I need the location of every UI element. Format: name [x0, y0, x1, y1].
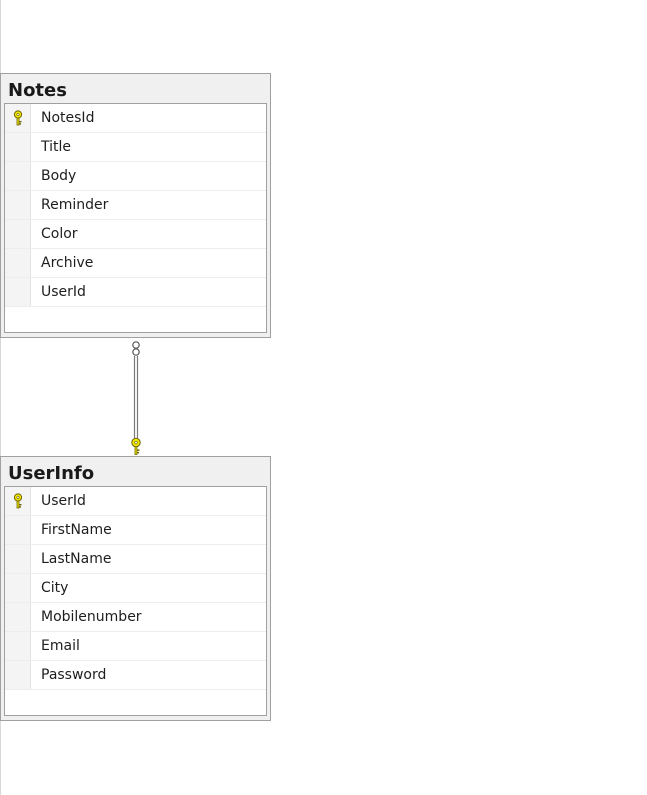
- row-selector[interactable]: [5, 278, 31, 306]
- infinity-icon: [132, 341, 140, 356]
- column-row-password[interactable]: Password: [5, 661, 266, 690]
- row-selector[interactable]: [5, 632, 31, 660]
- column-name: Body: [41, 168, 77, 184]
- table-userinfo[interactable]: UserInfo UserId FirstName: [0, 456, 271, 721]
- row-selector[interactable]: [5, 133, 31, 161]
- column-row-firstname[interactable]: FirstName: [5, 516, 266, 545]
- column-name: Title: [41, 139, 72, 155]
- row-selector[interactable]: [5, 603, 31, 631]
- column-row-email[interactable]: Email: [5, 632, 266, 661]
- column-row-color[interactable]: Color: [5, 220, 266, 249]
- column-name: Email: [41, 638, 80, 654]
- row-selector[interactable]: [5, 104, 31, 132]
- column-name: UserId: [41, 284, 86, 300]
- column-name: Color: [41, 226, 78, 242]
- column-name: Password: [41, 667, 107, 683]
- key-icon: [13, 493, 23, 509]
- table-notes[interactable]: Notes NotesId Title: [0, 73, 271, 338]
- column-name: Mobilenumber: [41, 609, 142, 625]
- column-row-mobilenumber[interactable]: Mobilenumber: [5, 603, 266, 632]
- row-selector[interactable]: [5, 249, 31, 277]
- column-name: LastName: [41, 551, 112, 567]
- column-row-lastname[interactable]: LastName: [5, 545, 266, 574]
- table-title[interactable]: UserInfo: [8, 463, 95, 484]
- column-row-body[interactable]: Body: [5, 162, 266, 191]
- row-selector[interactable]: [5, 545, 31, 573]
- row-selector[interactable]: [5, 661, 31, 689]
- relationship-line[interactable]: [124, 338, 148, 456]
- table-columns: NotesId Title Body Reminder Color Archiv…: [4, 103, 267, 333]
- column-row-userid[interactable]: UserId: [5, 278, 266, 307]
- column-name: NotesId: [41, 110, 95, 126]
- column-row-title[interactable]: Title: [5, 133, 266, 162]
- table-title[interactable]: Notes: [8, 80, 67, 101]
- key-icon: [131, 437, 141, 455]
- row-selector[interactable]: [5, 162, 31, 190]
- column-name: UserId: [41, 493, 86, 509]
- column-name: City: [41, 580, 69, 596]
- row-selector[interactable]: [5, 574, 31, 602]
- row-selector[interactable]: [5, 516, 31, 544]
- column-row-city[interactable]: City: [5, 574, 266, 603]
- canvas-left-border: [0, 0, 1, 795]
- column-row-notesid[interactable]: NotesId: [5, 104, 266, 133]
- row-selector[interactable]: [5, 191, 31, 219]
- row-selector[interactable]: [5, 220, 31, 248]
- column-name: Reminder: [41, 197, 109, 213]
- column-row-reminder[interactable]: Reminder: [5, 191, 266, 220]
- table-columns: UserId FirstName LastName City Mobilenum…: [4, 486, 267, 716]
- column-name: FirstName: [41, 522, 112, 538]
- column-name: Archive: [41, 255, 94, 271]
- column-row-userid[interactable]: UserId: [5, 487, 266, 516]
- row-selector[interactable]: [5, 487, 31, 515]
- key-icon: [13, 110, 23, 126]
- column-row-archive[interactable]: Archive: [5, 249, 266, 278]
